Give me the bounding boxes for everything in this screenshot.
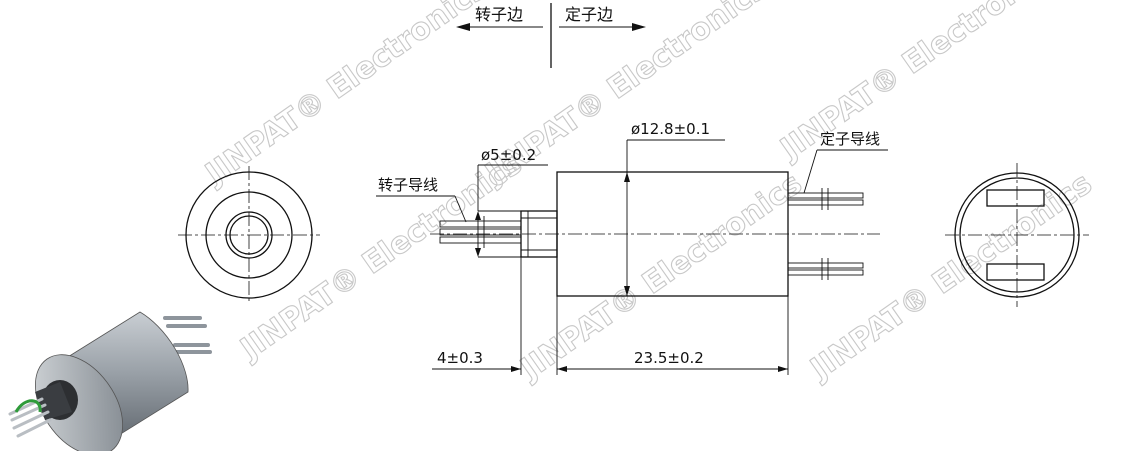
watermark: JINPAT® Electronics [198,0,494,193]
rotor-end-view [178,166,320,304]
dim-shaft-diameter: ø5±0.2 [475,146,548,258]
stator-end-view [945,163,1089,307]
rotor-wire-label: 转子导线 [378,176,438,194]
body-length-label: 23.5±0.2 [634,349,704,367]
body-diameter-label: ø12.8±0.1 [631,120,710,138]
stator-wire-label: 定子导线 [820,130,880,148]
shaft-diameter-label: ø5±0.2 [481,146,536,164]
shaft-length-label: 4±0.3 [437,349,483,367]
stator-side-label: 定子边 [565,5,613,24]
stator-wire-callout: 定子导线 [803,130,888,194]
rotor-side-label: 转子边 [475,5,523,24]
rotor-wire-callout: 转子导线 [376,176,467,223]
watermark: JINPAT® Electronics [803,166,1099,388]
dim-lengths: 4±0.3 23.5±0.2 [432,257,789,375]
watermark-group: JINPAT® Electronics JINPAT® Electronics … [197,0,1099,388]
side-view [430,171,880,297]
dim-body-diameter: ø12.8±0.1 [624,120,725,296]
direction-indicator: 转子边 定子边 [456,3,646,68]
product-3d-render [8,311,212,456]
watermark: JINPAT® Electronics [773,0,1069,168]
